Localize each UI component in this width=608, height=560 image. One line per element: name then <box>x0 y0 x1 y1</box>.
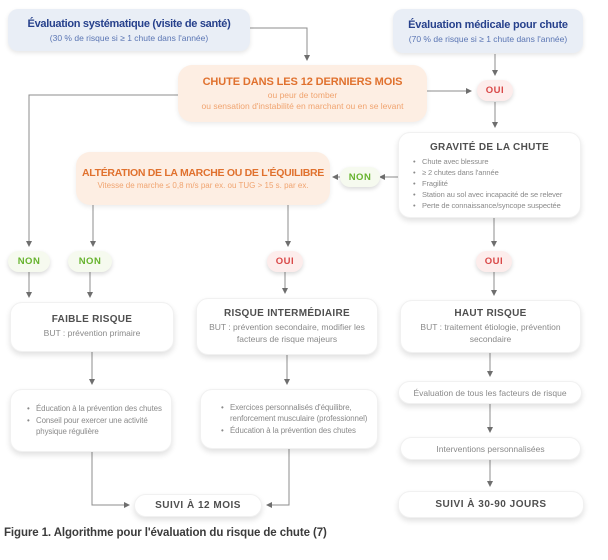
connector-evalsys-to-chute <box>250 27 310 61</box>
list-item: Perte de connaissance/syncope suspectée <box>413 201 576 212</box>
node-subtitle: BUT : prévention secondaire, modifier le… <box>209 322 365 344</box>
pill-label: OUI <box>485 85 505 96</box>
node-alteration-marche-equilibre: ALTÉRATION DE LA MARCHE OU DE L'ÉQUILIBR… <box>76 152 330 205</box>
pill-label: NON <box>17 256 41 267</box>
pill-label: OUI <box>275 256 295 267</box>
node-line1: ou peur de tomber <box>267 89 338 100</box>
pill-oui-top: OUI <box>477 80 513 101</box>
connector-actionsint-to-suivi12 <box>266 449 290 508</box>
node-line2: ou sensation d'instabilité en marchant o… <box>201 100 404 111</box>
node-chute-12-derniers-mois: CHUTE DANS LES 12 DERNIERS MOIS ou peur … <box>178 65 427 122</box>
node-interventions-personnalisees: Interventions personnalisées <box>400 437 581 460</box>
pill-non-1: NON <box>8 251 50 272</box>
node-title: FAIBLE RISQUE <box>51 314 133 326</box>
node-subtitle: BUT : traitement étiologie, prévention s… <box>420 322 561 344</box>
node-label: Évaluation de tous les facteurs de risqu… <box>413 387 567 398</box>
list-item: Éducation à la prévention des chutes <box>221 425 373 437</box>
figure-caption: Figure 1. Algorithme pour l'évaluation d… <box>4 527 327 539</box>
list-item: Fragilité <box>413 179 576 190</box>
gravite-bullet-list: Chute avec blessure ≥ 2 chutes dans l'an… <box>399 157 580 211</box>
node-risque-intermediaire: RISQUE INTERMÉDIAIRE BUT : prévention se… <box>196 298 378 355</box>
list-item: Éducation à la prévention des chutes <box>27 403 165 415</box>
list-item: Chute avec blessure <box>413 157 576 168</box>
node-suivi-30-90-jours: SUIVI À 30-90 JOURS <box>398 491 584 518</box>
node-evaluation-medicale: Évaluation médicale pour chute (70 % de … <box>393 9 583 53</box>
node-suivi-12-mois: SUIVI À 12 MOIS <box>134 494 262 517</box>
list-item: Conseil pour exercer une activité physiq… <box>27 415 165 438</box>
connector-chute-to-non1 <box>26 94 178 247</box>
node-label: Interventions personnalisées <box>436 443 545 454</box>
node-label: SUIVI À 30-90 JOURS <box>435 499 547 510</box>
actions-bullet-list: Éducation à la prévention des chutes Con… <box>27 403 165 437</box>
list-item: Station au sol avec incapacité de se rel… <box>413 190 576 201</box>
node-title: Évaluation systématique (visite de santé… <box>27 17 231 30</box>
list-item: Exercices personnalisés d'équilibre, ren… <box>221 402 373 425</box>
node-actions-faible-risque: Éducation à la prévention des chutes Con… <box>10 389 172 452</box>
pill-oui-mid: OUI <box>267 251 303 272</box>
node-faible-risque: FAIBLE RISQUE BUT : prévention primaire <box>10 302 174 352</box>
node-evaluation-facteurs: Évaluation de tous les facteurs de risqu… <box>398 381 582 404</box>
node-title: ALTÉRATION DE LA MARCHE OU DE L'ÉQUILIBR… <box>82 166 324 179</box>
pill-oui-right: OUI <box>476 251 512 272</box>
node-title: GRAVITÉ DE LA CHUTE <box>429 142 550 153</box>
node-subtitle: BUT : prévention primaire <box>43 328 141 339</box>
node-title: HAUT RISQUE <box>454 308 527 320</box>
node-evaluation-systematique: Évaluation systématique (visite de santé… <box>8 9 250 51</box>
pill-non-gravite: NON <box>340 167 380 187</box>
node-title: CHUTE DANS LES 12 DERNIERS MOIS <box>202 75 403 88</box>
pill-label: NON <box>78 256 102 267</box>
node-label: SUIVI À 12 MOIS <box>155 500 241 511</box>
node-title: Évaluation médicale pour chute <box>408 18 568 31</box>
pill-non-2: NON <box>68 251 112 272</box>
list-item: ≥ 2 chutes dans l'année <box>413 168 576 179</box>
node-haut-risque: HAUT RISQUE BUT : traitement étiologie, … <box>400 300 581 353</box>
node-subtitle: (30 % de risque si ≥ 1 chute dans l'anné… <box>49 32 209 43</box>
node-actions-risque-intermediaire: Exercices personnalisés d'équilibre, ren… <box>200 389 378 449</box>
node-gravite-de-la-chute: GRAVITÉ DE LA CHUTE Chute avec blessure … <box>398 132 581 218</box>
pill-label: NON <box>348 171 372 183</box>
node-title: RISQUE INTERMÉDIAIRE <box>223 308 350 320</box>
node-subtitle: Vitesse de marche ≤ 0,8 m/s par ex. ou T… <box>97 180 309 190</box>
actions-bullet-list: Exercices personnalisés d'équilibre, ren… <box>221 402 373 437</box>
pill-label: OUI <box>484 256 504 267</box>
node-subtitle: (70 % de risque si ≥ 1 chute dans l'anné… <box>408 33 568 44</box>
connector-actionsfaible-to-suivi12 <box>91 452 130 508</box>
